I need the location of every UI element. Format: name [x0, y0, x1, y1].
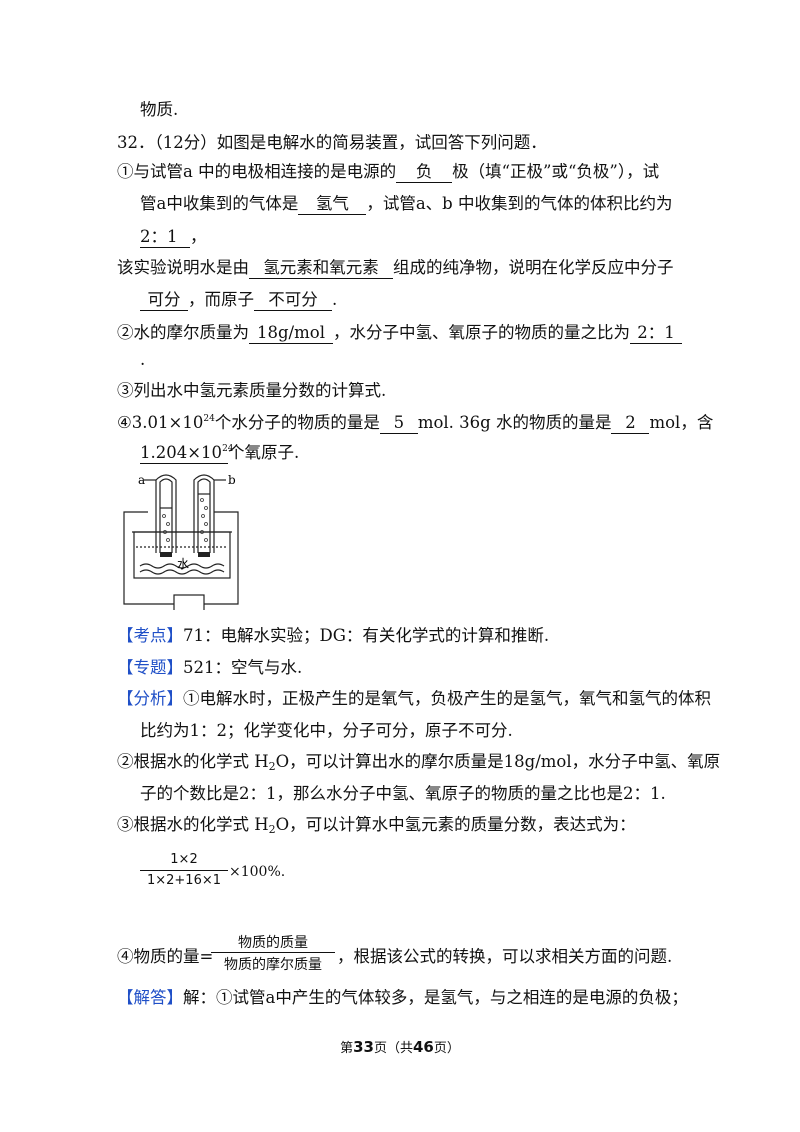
q32-p4-coef: ④3.01×10 — [117, 413, 204, 432]
fenxi-text-1: ①电解水时，正极产生的是氧气，负极产生的是氢气，氧气和氢气的体积 — [183, 689, 711, 708]
answer-oxygen-atoms: 1.204×1024 — [140, 443, 234, 464]
water-trough — [133, 531, 231, 579]
answer-atom-indivisible: 不可分 — [254, 290, 332, 311]
test-tube-a — [155, 474, 177, 553]
analysis-part2-line1: ②根据水的化学式 H2O，可以计算出水的摩尔质量是18g/mol，水分子中氢、氧… — [117, 750, 720, 774]
q32-p1-period: . — [332, 290, 338, 309]
figure-label-water: 水 — [177, 557, 189, 571]
kaodian-line: 【考点】71：电解水实验；DG：有关化学式的计算和推断. — [117, 624, 549, 648]
wire-left — [123, 511, 174, 605]
footer-mid: 页（共 — [373, 1041, 413, 1056]
answer-molar-mass: 18g/mol — [249, 323, 333, 344]
q32-p2-text-b: ，水分子中氢、氧原子的物质的量之比为 — [333, 323, 630, 342]
analysis-part3: ③根据水的化学式 H2O，可以计算水中氢元素的质量分数，表达式为： — [117, 813, 636, 837]
answer-mol-1: 5 — [379, 413, 418, 434]
jieda-tag: 【解答】 — [117, 988, 183, 1007]
q32-p1-text-g: ，而原子 — [188, 290, 254, 309]
formula1-tail: ×100%. — [229, 864, 286, 880]
q32-p1-comma: ， — [190, 227, 207, 246]
footer-total-pages: 46 — [413, 1038, 434, 1056]
q32-p1-text-c: 管a中收集到的气体是 — [140, 194, 299, 213]
q32-p4-exp: 24 — [203, 414, 215, 424]
q32-p4-text-a: 个水分子的物质的量是 — [214, 413, 380, 432]
answer-oxygen-atoms-exp: 24 — [222, 444, 234, 454]
footer-post: 页） — [433, 1041, 460, 1056]
q32-part1-line2: 管a中收集到的气体是氢气，试管a、b 中收集到的气体的体积比约为 — [140, 192, 673, 216]
q32-p4-text-d: 个氧原子. — [228, 443, 300, 462]
q32-part1-line3: 2：1， — [140, 225, 207, 249]
answer-mol-2: 2 — [611, 413, 650, 434]
figure-label-b: b — [228, 473, 236, 487]
analysis-p2-text-a: ②根据水的化学式 H — [117, 752, 269, 771]
formula2-fraction-bar — [211, 952, 335, 953]
q32-p4-text-c: mol，含 — [649, 413, 714, 432]
power-supply — [173, 594, 205, 610]
q32-part3: ③列出水中氢元素质量分数的计算式. — [117, 381, 387, 400]
jieda-text: 解：①试管a中产生的气体较多，是氢气，与之相连的是电源的负极； — [183, 988, 688, 1007]
q32-part4-line2: 1.204×1024个氧原子. — [140, 441, 299, 465]
electrode-a — [160, 552, 172, 557]
analysis-part4-text-b: ，根据该公式的转换，可以求相关方面的问题. — [337, 947, 673, 966]
fenxi-tag: 【分析】 — [117, 689, 183, 708]
analysis-p3-text-b: O，可以计算水中氢元素的质量分数，表达式为： — [275, 815, 636, 834]
q32-part1-line4: 该实验说明水是由氢元素和氧元素组成的纯净物，说明在化学反应中分子 — [117, 256, 674, 280]
q32-p1-text-a: ①与试管a 中的电极相连接的是电源的 — [117, 162, 397, 181]
zhuanti-text: 521：空气与水. — [183, 658, 303, 677]
analysis-part4-text-a: ④物质的量= — [117, 947, 214, 966]
q32-p1-text-e: 该实验说明水是由 — [117, 258, 249, 277]
formula1-fraction-bar — [140, 870, 228, 871]
q32-p1-text-b: 极（填“正极”或“负极”），试 — [452, 162, 660, 181]
analysis-p3-text-a: ③根据水的化学式 H — [117, 815, 269, 834]
prev-question-tail: 物质. — [140, 100, 179, 119]
footer-page-number: 33 — [353, 1038, 374, 1056]
answer-hydrogen: 氢气 — [298, 194, 367, 215]
electrolysis-apparatus-figure: a b 水 — [123, 473, 239, 610]
analysis-p2-sub: 2 — [268, 760, 276, 773]
gas-bubbles — [162, 498, 208, 542]
q32-p2-text-a: ②水的摩尔质量为 — [117, 323, 249, 342]
fenxi-line2: 比约为1：2；化学变化中，分子可分，原子不可分. — [140, 721, 513, 740]
question-32-header: 32．（12分）如图是电解水的简易装置，试回答下列问题． — [117, 133, 547, 152]
electrode-b — [198, 552, 210, 557]
q32-part2-line2: . — [140, 350, 146, 369]
answer-elements: 氢元素和氧元素 — [249, 258, 393, 279]
analysis-part2-line2: 子的个数比是2：1，那么水分子中氢、氧原子的物质的量之比也是2：1. — [140, 784, 666, 803]
q32-p4-text-b: mol. 36g 水的物质的量是 — [417, 413, 612, 432]
answer-volume-ratio: 2：1 — [140, 227, 190, 248]
q32-part1-line5: 可分，而原子不可分. — [140, 288, 337, 312]
q32-p1-text-d: ，试管a、b 中收集到的气体的体积比约为 — [366, 194, 673, 213]
formula1-numerator: 1×2 — [170, 852, 198, 867]
q32-part1-line1: ①与试管a 中的电极相连接的是电源的负极（填“正极”或“负极”），试 — [117, 160, 659, 184]
answer-oxygen-atoms-base: 1.204×10 — [140, 443, 223, 462]
formula2-numerator: 物质的质量 — [238, 935, 308, 951]
kaodian-text: 71：电解水实验；DG：有关化学式的计算和推断. — [183, 626, 550, 645]
figure-label-a: a — [138, 473, 145, 487]
fenxi-line1: 【分析】①电解水时，正极产生的是氧气，负极产生的是氢气，氧气和氢气的体积 — [117, 687, 711, 711]
zhuanti-line: 【专题】521：空气与水. — [117, 656, 302, 680]
wire-right — [204, 511, 239, 605]
answer-atom-ratio: 2：1 — [630, 323, 682, 344]
formula2-denominator: 物质的摩尔质量 — [224, 957, 322, 973]
jieda-line: 【解答】解：①试管a中产生的气体较多，是氢气，与之相连的是电源的负极； — [117, 986, 688, 1010]
test-tube-b — [193, 474, 215, 553]
answer-molecule-divisible: 可分 — [140, 290, 188, 311]
page-footer: 第33页（共46页） — [0, 1037, 800, 1056]
q32-p1-text-f: 组成的纯净物，说明在化学反应中分子 — [393, 258, 674, 277]
analysis-p3-sub: 2 — [268, 823, 276, 836]
analysis-p2-text-b: O，可以计算出水的摩尔质量是18g/mol，水分子中氢、氧原 — [275, 752, 721, 771]
kaodian-tag: 【考点】 — [117, 626, 183, 645]
formula1-denominator: 1×2+16×1 — [146, 873, 222, 888]
zhuanti-tag: 【专题】 — [117, 658, 183, 677]
answer-negative-pole: 负 — [396, 162, 453, 183]
footer-pre: 第 — [340, 1041, 354, 1056]
